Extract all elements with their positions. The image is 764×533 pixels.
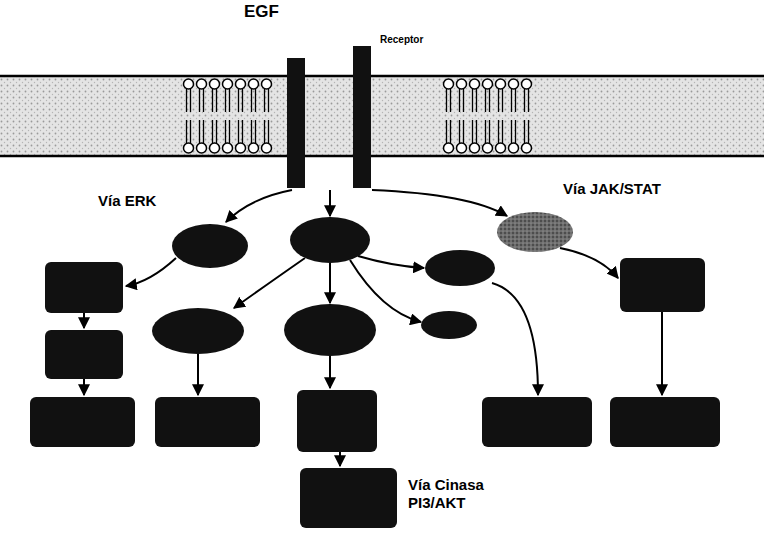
- arrow: [661, 312, 663, 395]
- arrow: [329, 356, 331, 388]
- arrow: [358, 256, 424, 268]
- arrows: [84, 190, 662, 466]
- jak-oval: [497, 212, 573, 252]
- arrow: [492, 283, 538, 395]
- arrow: [329, 190, 331, 216]
- receptor-chain: [353, 46, 371, 188]
- lipid-layer: [442, 118, 533, 154]
- membrane-edge: [0, 155, 764, 158]
- protein-box: [45, 330, 123, 379]
- arrow: [83, 313, 85, 328]
- protein-oval: [284, 304, 376, 356]
- protein-box: [155, 397, 260, 447]
- protein-oval: [172, 224, 248, 268]
- pathway-label: Vía Cinasa PI3/AKT: [408, 476, 508, 512]
- pathway-label: Vía ERK: [98, 192, 156, 210]
- protein-box: [620, 258, 705, 312]
- protein-oval: [290, 217, 370, 263]
- lipid-layer: [182, 118, 273, 154]
- arrow: [197, 354, 199, 395]
- receptor-label: Receptor: [380, 34, 423, 46]
- arrow: [339, 452, 341, 466]
- lipid-layer: [442, 78, 533, 114]
- protein-oval: [421, 311, 477, 339]
- lipid-layer: [182, 78, 273, 114]
- arrow: [126, 258, 176, 286]
- protein-box: [30, 397, 135, 447]
- receptor-chain: [287, 58, 305, 188]
- arrow: [226, 190, 292, 222]
- protein-boxes: [30, 258, 720, 528]
- protein-oval: [425, 250, 495, 286]
- arrow: [234, 258, 305, 308]
- protein-box: [45, 262, 123, 313]
- arrow: [372, 190, 507, 216]
- protein-ovals: [152, 217, 495, 356]
- arrow: [83, 379, 85, 395]
- protein-box: [297, 390, 377, 452]
- membrane-edge: [0, 75, 764, 78]
- protein-box: [482, 397, 592, 447]
- protein-box: [610, 397, 720, 447]
- pathway-label: Vía JAK/STAT: [563, 180, 661, 198]
- arrow: [329, 263, 331, 303]
- protein-oval: [152, 308, 244, 354]
- membrane: [0, 76, 764, 156]
- protein-box: [300, 468, 397, 528]
- ligand-label: EGF: [244, 2, 279, 22]
- arrow: [560, 248, 618, 278]
